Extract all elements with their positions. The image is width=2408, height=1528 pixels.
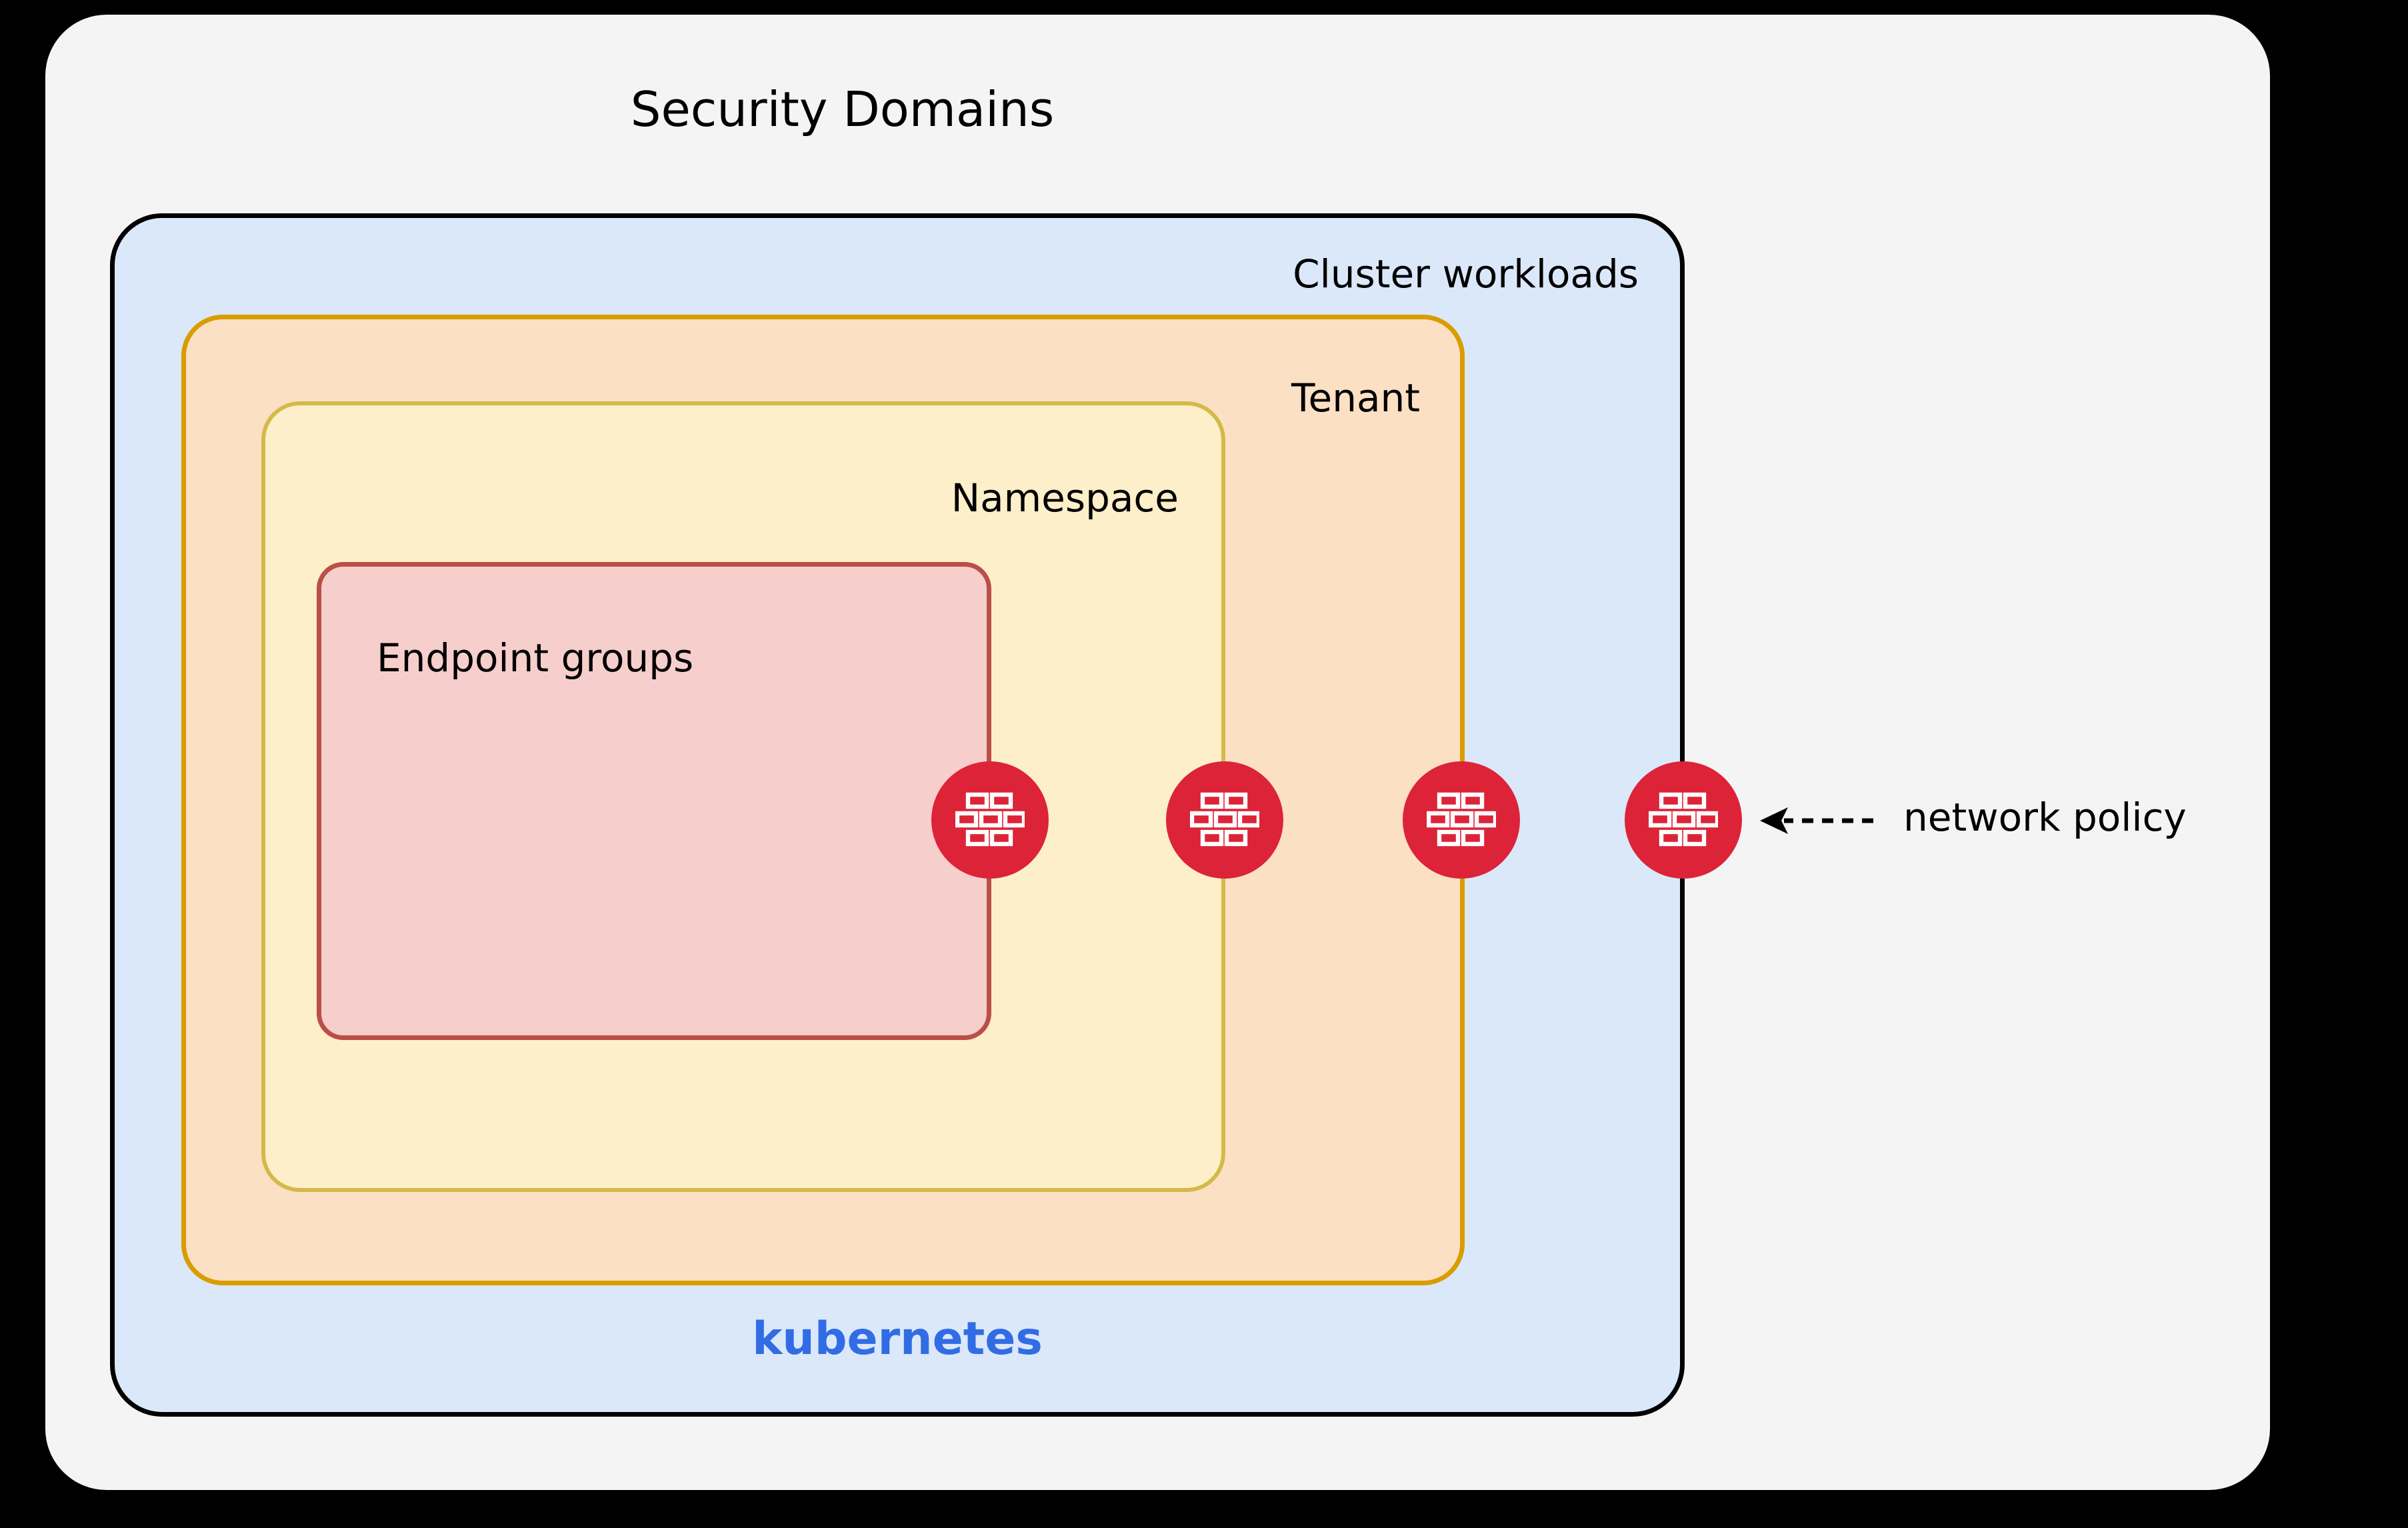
- firewall-brick-wall-icon: [955, 791, 1025, 849]
- firewall-marker-namespace: [1166, 761, 1283, 879]
- network-policy-arrow-icon: [1747, 790, 1900, 851]
- firewall-marker-endpoint-groups: [931, 761, 1049, 879]
- namespace-label: Namespace: [951, 475, 1179, 521]
- firewall-marker-cluster-workloads: [1625, 761, 1742, 879]
- cluster-workloads-label: Cluster workloads: [1293, 251, 1639, 297]
- firewall-brick-wall-icon: [1649, 791, 1718, 849]
- firewall-brick-wall-icon: [1190, 791, 1259, 849]
- security-domains-label: Security Domains: [630, 81, 1055, 137]
- firewall-marker-tenant: [1403, 761, 1520, 879]
- kubernetes-label: kubernetes: [752, 1313, 1043, 1365]
- firewall-brick-wall-icon: [1427, 791, 1496, 849]
- tenant-label: Tenant: [1291, 375, 1420, 421]
- network-policy-label: network policy: [1903, 795, 2187, 840]
- endpoint-groups-container: [317, 562, 991, 1040]
- endpoint-groups-label: Endpoint groups: [377, 635, 694, 681]
